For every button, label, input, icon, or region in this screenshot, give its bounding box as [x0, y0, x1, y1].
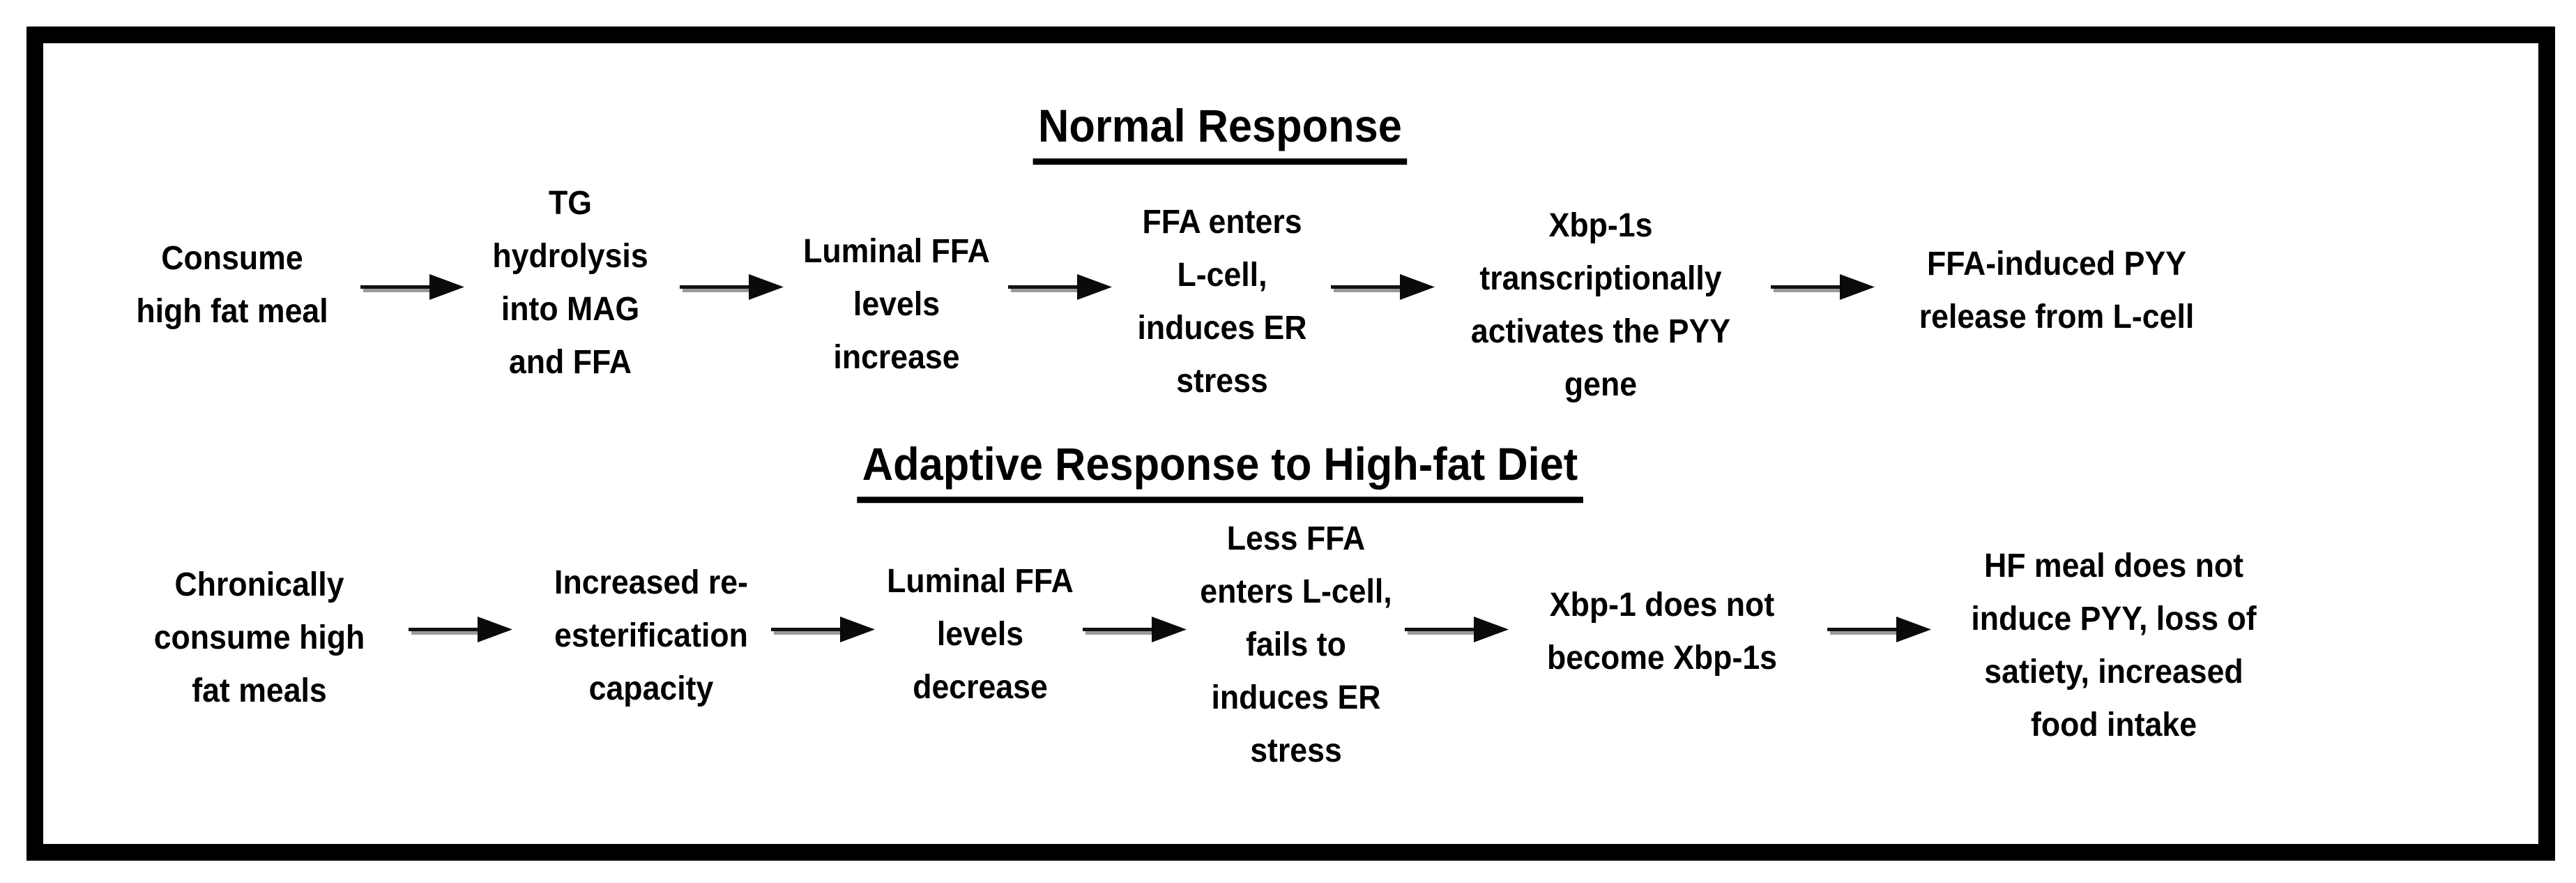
flow-arrow-icon [409, 617, 512, 642]
section-title-normal-response: Normal Response [1019, 100, 1421, 165]
flow-arrow-icon [1827, 617, 1931, 642]
flow-arrow-icon [1008, 274, 1112, 300]
flow-arrow-icon [1405, 617, 1509, 642]
step-ffa-induced-pyy-release: FFA-induced PYY release from L-cell [1919, 246, 2195, 335]
flow-arrow-icon [680, 274, 784, 300]
diagram-border-frame [26, 27, 2555, 861]
step-chronic-high-fat-meals: Chronically consume high fat meals [153, 566, 365, 709]
step-consume-high-fat-meal: Consume high fat meal [136, 240, 328, 330]
step-xbp1-not-spliced: Xbp-1 does not become Xbp-1s [1547, 587, 1777, 677]
section-title-text: Adaptive Response to High-fat Diet [857, 439, 1583, 503]
step-hf-meal-no-pyy: HF meal does not induce PYY, loss of sat… [1971, 548, 2257, 744]
flow-arrow-icon [360, 274, 464, 300]
step-ffa-enters-l-cell: FFA enters L-cell, induces ER stress [1137, 204, 1307, 400]
step-xbp1s-activates-pyy: Xbp-1s transcriptionally activates the P… [1470, 207, 1731, 403]
step-luminal-ffa-decrease: Luminal FFA levels decrease [887, 563, 1074, 706]
step-tg-hydrolysis: TG hydrolysis into MAG and FFA [492, 185, 648, 381]
step-increased-reesterification: Increased re- esterification capacity [554, 564, 748, 707]
flow-arrow-icon [1331, 274, 1435, 300]
flow-arrow-icon [1771, 274, 1875, 300]
flow-arrow-icon [1083, 617, 1187, 642]
flow-arrow-icon [771, 617, 875, 642]
section-title-adaptive-response: Adaptive Response to High-fat Diet [830, 439, 1610, 503]
section-title-text: Normal Response [1032, 100, 1408, 165]
step-less-ffa-enters-l-cell: Less FFA enters L-cell, fails to induces… [1200, 520, 1392, 769]
step-luminal-ffa-increase: Luminal FFA levels increase [803, 233, 990, 376]
